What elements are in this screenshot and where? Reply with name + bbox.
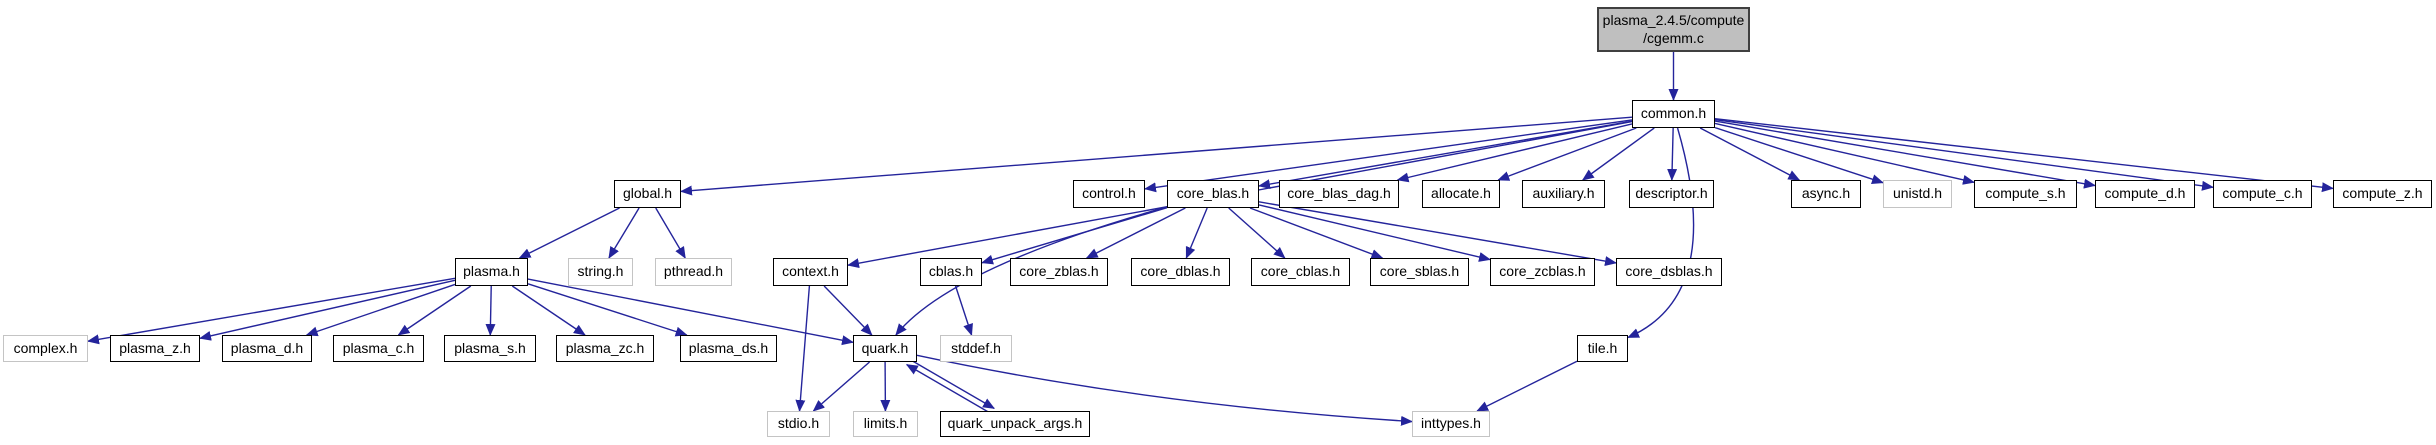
edge-context-to-stdio (795, 285, 811, 412)
edge-core_blas-to-core_zblas (1085, 207, 1186, 259)
graph-node-auxiliary[interactable]: auxiliary.h (1522, 180, 1605, 208)
graph-node-descriptor[interactable]: descriptor.h (1629, 180, 1714, 208)
edge-common-to-compute_z (1714, 117, 2334, 193)
graph-node-plasma_zc[interactable]: plasma_zc.h (556, 335, 654, 362)
graph-node-common[interactable]: common.h (1632, 100, 1715, 128)
graph-node-compute_d[interactable]: compute_d.h (2095, 180, 2195, 208)
edge-common-to-auxiliary (1581, 127, 1655, 181)
edge-plasma-to-plasma_z (199, 279, 456, 341)
edge-global-to-plasma (518, 207, 620, 259)
graph-node-cblas[interactable]: cblas.h (920, 258, 982, 286)
graph-node-stddef[interactable]: stddef.h (940, 335, 1012, 362)
graph-node-plasma_z[interactable]: plasma_z.h (110, 335, 200, 362)
edge-tile-to-inttypes (1476, 360, 1578, 412)
edge-common-to-global (680, 116, 1633, 196)
edge-common-to-async (1699, 127, 1801, 181)
graph-node-plasma_ds[interactable]: plasma_ds.h (680, 335, 777, 362)
graph-node-plasma_c[interactable]: plasma_c.h (333, 335, 424, 362)
edge-common-to-core_blas_dag (1396, 123, 1633, 183)
edge-quark-to-qua (909, 358, 995, 410)
graph-node-stdio[interactable]: stdio.h (767, 411, 830, 437)
graph-node-complex[interactable]: complex.h (3, 335, 88, 362)
graph-node-async[interactable]: async.h (1791, 180, 1861, 208)
graph-node-compute_z[interactable]: compute_z.h (2333, 180, 2432, 208)
edge-quark-to-inttypes (916, 354, 1413, 426)
edge-plasma-to-plasma_ds (527, 283, 688, 337)
graph-node-core_zblas[interactable]: core_zblas.h (1010, 258, 1108, 286)
graph-node-pthread[interactable]: pthread.h (655, 258, 732, 286)
graph-node-core_dsblas[interactable]: core_dsblas.h (1616, 258, 1722, 286)
edge-common-to-tile (1627, 127, 1695, 339)
graph-node-core_zcblas[interactable]: core_zcblas.h (1490, 258, 1595, 286)
graph-node-core_sblas[interactable]: core_sblas.h (1370, 258, 1469, 286)
edge-plasma-to-plasma_c (397, 285, 472, 336)
edge-common-to-allocate (1497, 127, 1637, 181)
edge-common-to-unistd (1714, 126, 1884, 185)
graph-node-core_blas[interactable]: core_blas.h (1167, 180, 1259, 208)
edge-cblas-to-stddef (954, 285, 973, 336)
graph-node-compute_c[interactable]: compute_c.h (2213, 180, 2312, 208)
graph-node-control[interactable]: control.h (1073, 180, 1145, 208)
edge-common-to-descriptor (1667, 127, 1678, 181)
edge-plasma-to-plasma_s (485, 285, 496, 336)
graph-node-core_dblas[interactable]: core_dblas.h (1131, 258, 1230, 286)
graph-node-allocate[interactable]: allocate.h (1422, 180, 1500, 208)
graph-node-global[interactable]: global.h (614, 180, 681, 208)
edge-common-to-core_blas (1258, 120, 1633, 190)
edge-context-to-quark (823, 285, 873, 336)
edge-plasma-to-plasma_zc (511, 285, 586, 336)
graph-node-compute_s[interactable]: compute_s.h (1974, 180, 2077, 208)
graph-node-cgemm: plasma_2.4.5/compute /cgemm.c (1597, 7, 1750, 52)
edge-plasma-to-quark (527, 278, 854, 346)
graph-node-tile[interactable]: tile.h (1577, 335, 1628, 362)
edge-core_blas-to-core_dblas (1185, 207, 1208, 259)
edge-common-to-compute_c (1714, 118, 2214, 191)
edge-common-to-compute_s (1714, 122, 1975, 185)
edge-core_blas-to-core_sblas (1249, 207, 1384, 259)
graph-node-core_cblas[interactable]: core_cblas.h (1251, 258, 1350, 286)
edge-core_blas-to-core_cblas (1228, 207, 1286, 259)
edge-common-to-compute_d (1714, 120, 2096, 189)
graph-node-quark[interactable]: quark.h (853, 335, 917, 362)
graph-node-plasma_d[interactable]: plasma_d.h (222, 335, 312, 362)
graph-node-context[interactable]: context.h (773, 258, 848, 286)
edge-plasma-to-plasma_d (305, 283, 456, 337)
edge-core_blas-to-core_dsblas (1258, 201, 1617, 267)
graph-node-core_blas_dag[interactable]: core_blas_dag.h (1279, 180, 1399, 208)
edge-common-to-control (1144, 119, 1633, 193)
graph-node-limits[interactable]: limits.h (853, 411, 918, 437)
edge-plasma-to-complex (87, 277, 456, 345)
edge-core_blas-to-quark (895, 206, 1168, 336)
graph-node-inttypes[interactable]: inttypes.h (1412, 411, 1490, 437)
graph-node-string[interactable]: string.h (568, 258, 633, 286)
edge-global-to-string (608, 207, 640, 259)
edge-core_blas-to-core_zcblas (1258, 204, 1491, 262)
graph-node-plasma_s[interactable]: plasma_s.h (444, 335, 536, 362)
edge-quark-to-stdio (812, 361, 870, 412)
graph-node-qua[interactable]: quark_unpack_args.h (940, 411, 1090, 437)
edge-qua-to-quark (905, 363, 992, 415)
edge-global-to-pthread (655, 207, 686, 259)
graph-node-unistd[interactable]: unistd.h (1883, 180, 1952, 208)
graph-node-plasma[interactable]: plasma.h (455, 258, 528, 286)
